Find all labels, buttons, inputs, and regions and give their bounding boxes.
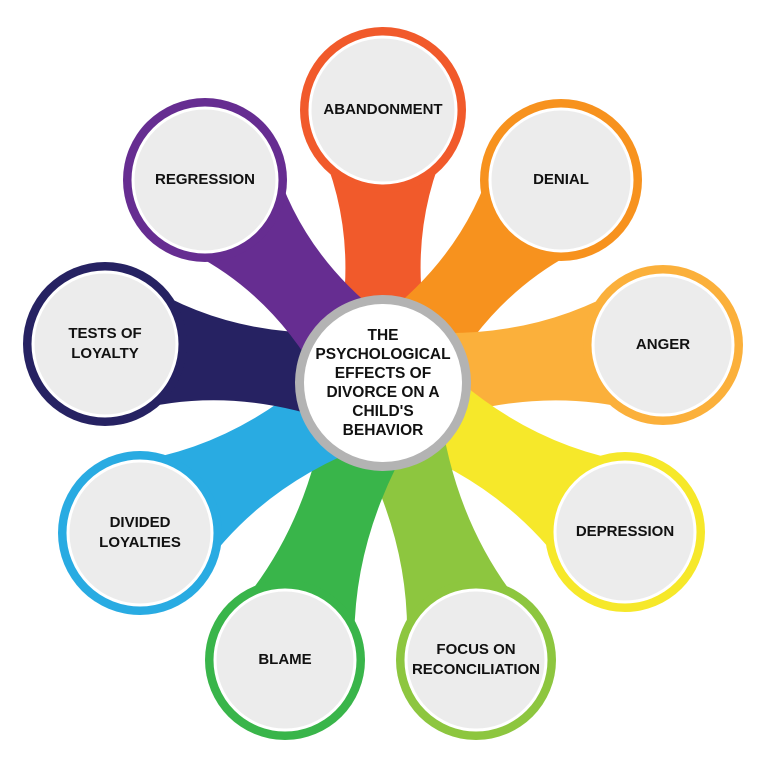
bulb-divided-loyalties [66,459,214,607]
label-depression: DEPRESSION [575,523,675,540]
bulb-depression [553,460,697,604]
petal-bulbs [23,27,743,740]
center-title: THE PSYCHOLOGICAL EFFECTS OF DIVORCE ON … [315,327,451,439]
bulb-blame [213,588,357,732]
label-anger: ANGER [635,336,691,353]
center-hub [295,295,471,471]
bulb-focus-on-reconciliation [404,588,548,732]
center-disc [304,304,462,462]
label-divided-loyalties: DIVIDED LOYALTIES [99,514,181,551]
label-blame: BLAME [258,651,312,668]
stem-anger [416,285,644,424]
label-focus-on-reconciliation: FOCUS ON RECONCILIATION [411,641,541,678]
label-regression: REGRESSION [154,171,256,188]
bulb-abandonment [308,35,458,185]
label-abandonment: ABANDONMENT [323,101,443,118]
bulb-denial [488,107,634,253]
label-denial: DENIAL [533,171,589,188]
bulb-anger [591,273,735,417]
bulb-tests-of-loyalty [31,270,179,418]
bulb-regression [131,106,279,254]
label-tests-of-loyalty: TESTS OF LOYALTY [68,325,142,362]
